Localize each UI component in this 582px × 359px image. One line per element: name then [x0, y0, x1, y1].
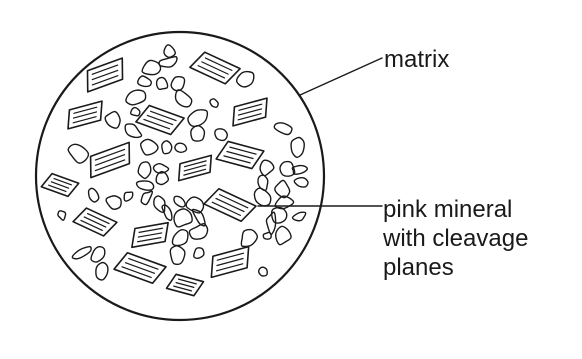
matrix-grain	[291, 137, 304, 157]
matrix-grain	[89, 188, 99, 202]
pink-mineral-label: pink mineral with cleavage planes	[383, 195, 528, 282]
pink-mineral-crystal	[167, 273, 204, 297]
pink-mineral-crystal	[175, 155, 216, 180]
matrix-grain	[125, 124, 141, 138]
pink-mineral-crystal	[206, 247, 254, 278]
matrix-grain	[126, 90, 146, 105]
matrix-grain	[188, 110, 207, 127]
matrix-grain	[263, 232, 271, 239]
pink-mineral-crystal	[216, 140, 264, 171]
field-of-view-circle	[36, 32, 324, 320]
matrix-grain	[159, 57, 177, 67]
matrix-grain	[68, 144, 88, 163]
pink-mineral-crystal	[228, 98, 271, 126]
matrix-grain	[237, 72, 254, 87]
matrix-grain	[137, 181, 154, 190]
matrix-grain	[96, 263, 108, 280]
matrix-grain	[254, 188, 270, 206]
matrix-grain	[176, 90, 192, 107]
matrix-grain	[266, 212, 275, 234]
matrix-grain	[276, 226, 291, 244]
matrix-grain	[105, 112, 120, 129]
matrix-grain	[164, 45, 175, 57]
matrix-grain	[210, 99, 218, 108]
matrix-grain	[124, 192, 133, 201]
pink-mineral-crystal	[129, 223, 172, 248]
matrix-grain	[171, 77, 184, 91]
matrix-grain	[58, 211, 66, 220]
matrix-grain	[162, 205, 172, 220]
matrix-grain	[138, 162, 151, 178]
matrix-grain	[241, 230, 257, 247]
matrix-grain	[142, 60, 160, 74]
matrix-grain	[294, 178, 308, 187]
pink-mineral-crystal	[84, 142, 136, 177]
pink-mineral-label-line-2: with cleavage	[383, 224, 528, 253]
pink-mineral-crystal	[114, 250, 166, 285]
matrix-grain	[141, 139, 158, 155]
pink-mineral-crystal	[81, 58, 129, 92]
pink-mineral-crystal	[190, 49, 240, 87]
matrix-grain	[194, 248, 204, 259]
matrix-grain	[175, 143, 187, 152]
matrix-grain	[131, 108, 140, 116]
matrix-grain	[141, 191, 152, 204]
matrix-grain	[172, 230, 187, 246]
matrix-grain	[275, 180, 290, 197]
matrix-grain	[170, 246, 185, 265]
matrix-leader-line	[300, 58, 382, 95]
pink-mineral-crystal	[136, 103, 184, 137]
pink-mineral-label-line-3: planes	[383, 253, 528, 282]
matrix-grain	[72, 247, 91, 259]
matrix-grain	[174, 209, 192, 227]
pink-mineral-label-line-1: pink mineral	[383, 195, 528, 224]
matrix-grain	[162, 141, 172, 154]
matrix-grain	[260, 160, 274, 175]
matrix-grain	[106, 196, 121, 209]
matrix-grain	[174, 196, 185, 207]
matrix-grain	[157, 78, 168, 90]
matrix-grain	[215, 129, 227, 141]
pink-mineral-crystal	[73, 205, 117, 238]
matrix-grain	[191, 126, 205, 141]
matrix-grain	[272, 208, 287, 224]
matrix-grain	[259, 267, 268, 276]
matrix-grain	[138, 76, 152, 86]
matrix-grain	[274, 123, 292, 135]
matrix-grain	[292, 212, 305, 220]
matrix-grain	[91, 247, 105, 262]
pink-mineral-crystal	[204, 186, 256, 224]
pink-mineral-crystal	[63, 101, 106, 129]
pink-mineral-crystal	[41, 172, 78, 199]
matrix-label: matrix	[384, 45, 449, 74]
